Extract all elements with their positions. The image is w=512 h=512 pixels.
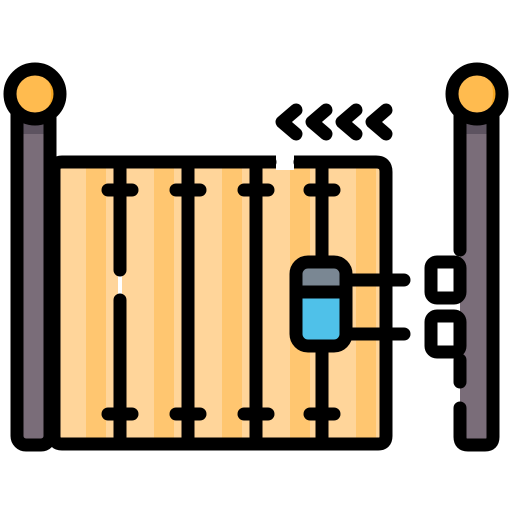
plank-1-shade <box>86 162 106 444</box>
frame-gap-1 <box>276 150 294 170</box>
right-post <box>445 62 509 452</box>
chevron-left-icon-1 <box>275 103 303 141</box>
lock-top <box>296 262 346 292</box>
plank-5-shade <box>356 162 376 444</box>
plank-3-shade <box>222 162 242 444</box>
right-post-cap <box>452 69 502 119</box>
receiver-bracket-bottom <box>424 309 467 359</box>
receiver-bracket-top <box>424 255 467 305</box>
plank-bolts <box>101 183 341 421</box>
right-post-cap-outline <box>445 62 509 126</box>
plank-frame-outline <box>47 155 393 451</box>
left-post-cap <box>10 69 60 119</box>
lock-outline <box>289 255 353 353</box>
latch-bars <box>339 273 411 341</box>
receiver-brackets <box>424 255 467 359</box>
chevron-left-icon-2 <box>305 103 333 141</box>
direction-arrows <box>275 103 393 141</box>
lock <box>289 255 353 353</box>
left-post-cap-outline <box>3 62 67 126</box>
right-post-body <box>460 100 493 445</box>
chevron-left-icon-4 <box>365 103 393 141</box>
plank-2-shade <box>154 162 174 444</box>
left-post-body <box>17 100 50 445</box>
chevron-left-icon-3 <box>335 103 363 141</box>
